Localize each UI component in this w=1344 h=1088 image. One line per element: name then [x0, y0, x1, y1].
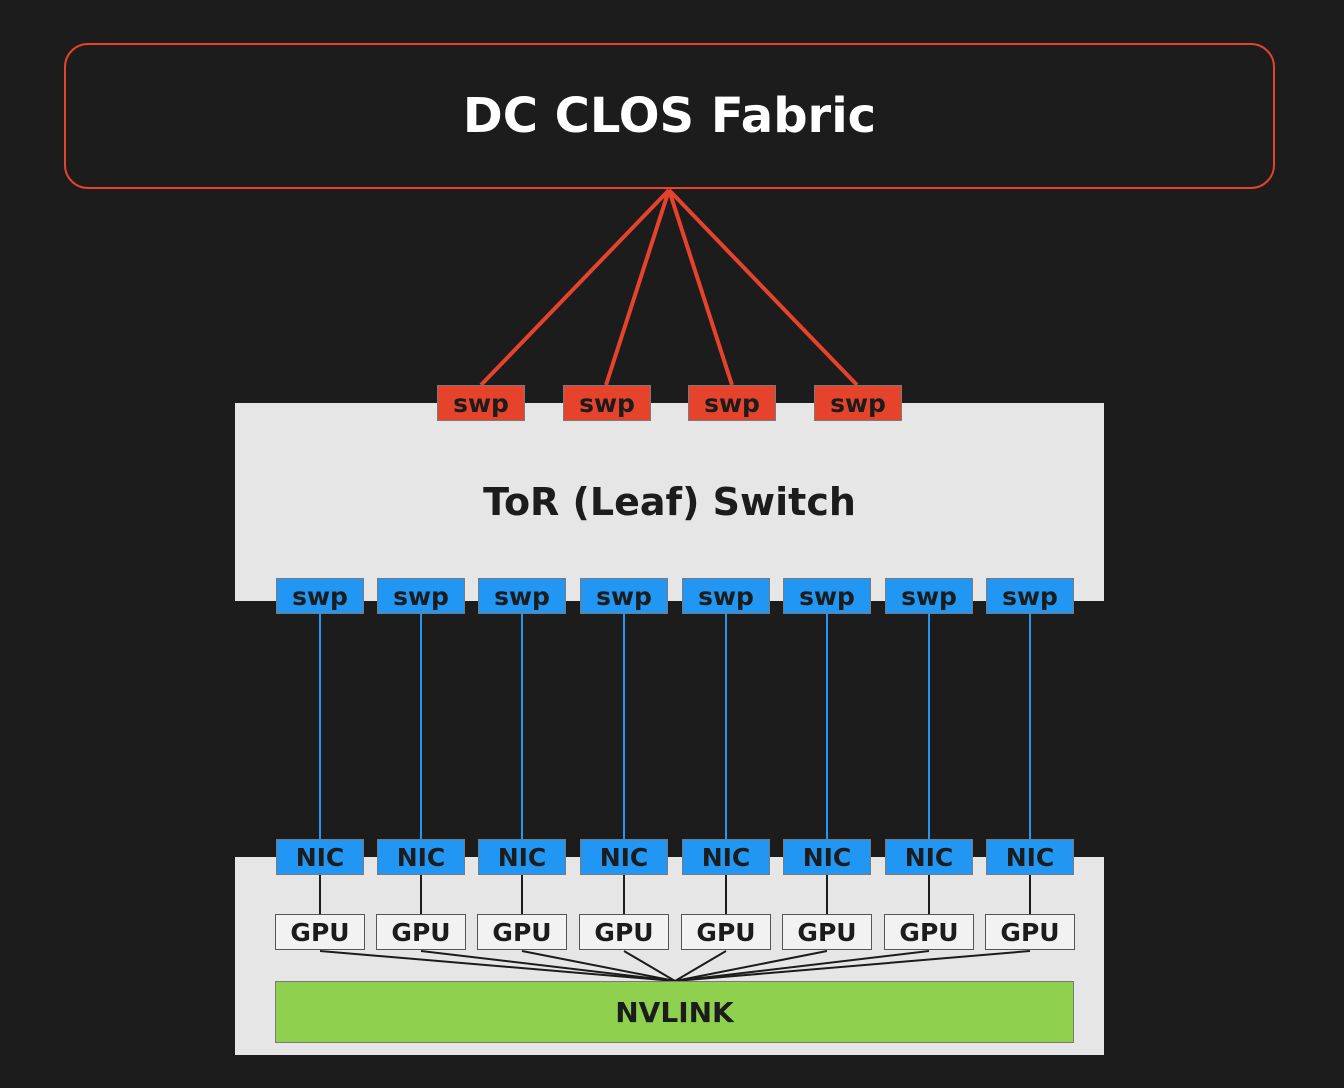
gpu: GPU: [681, 914, 771, 950]
tor-switch: [235, 403, 1104, 601]
uplink-port: swp: [563, 385, 651, 421]
uplink-cables: [479, 188, 859, 387]
nic: NIC: [682, 839, 770, 875]
gpu-nvlink-link: [674, 950, 828, 982]
downlink-port: swp: [986, 578, 1074, 614]
gpu-nvlink-links: [319, 950, 1031, 982]
nic: NIC: [580, 839, 668, 875]
uplink-cable: [604, 189, 671, 386]
gpu: GPU: [884, 914, 974, 950]
nic: NIC: [986, 839, 1074, 875]
nic-gpu-links: [319, 875, 1031, 914]
downlink-port: swp: [276, 578, 364, 614]
gpu-nvlink-link: [674, 950, 930, 982]
downlink-cables: [319, 614, 1031, 840]
uplink-port: swp: [814, 385, 902, 421]
nic: NIC: [783, 839, 871, 875]
uplink-port: swp: [437, 385, 525, 421]
gpu: GPU: [275, 914, 365, 950]
uplink-cable: [479, 188, 671, 387]
downlink-port: swp: [682, 578, 770, 614]
nic: NIC: [885, 839, 973, 875]
uplink-cable: [667, 188, 859, 387]
downlink-port: swp: [377, 578, 465, 614]
nvlink-bus: NVLINK: [275, 981, 1074, 1043]
gpu-nvlink-link: [674, 950, 727, 982]
gpu-nvlink-link: [623, 950, 676, 982]
gpu-nvlink-link: [674, 950, 1031, 982]
downlink-port: swp: [580, 578, 668, 614]
gpu: GPU: [579, 914, 669, 950]
nic: NIC: [276, 839, 364, 875]
gpu: GPU: [376, 914, 466, 950]
downlink-port: swp: [478, 578, 566, 614]
downlink-port: swp: [885, 578, 973, 614]
gpu: GPU: [477, 914, 567, 950]
nic: NIC: [377, 839, 465, 875]
gpu: GPU: [782, 914, 872, 950]
gpu-nvlink-link: [319, 950, 676, 982]
gpu-nvlink-link: [521, 950, 676, 982]
gpu-nvlink-link: [420, 950, 676, 982]
nic: NIC: [478, 839, 566, 875]
fabric-title: DC CLOS Fabric: [462, 88, 877, 144]
gpu: GPU: [985, 914, 1075, 950]
tor-switch-title: ToR (Leaf) Switch: [483, 480, 856, 524]
dc-clos-fabric: DC CLOS Fabric: [64, 43, 1275, 189]
uplink-cable: [667, 189, 734, 386]
uplink-port: swp: [688, 385, 776, 421]
downlink-port: swp: [783, 578, 871, 614]
